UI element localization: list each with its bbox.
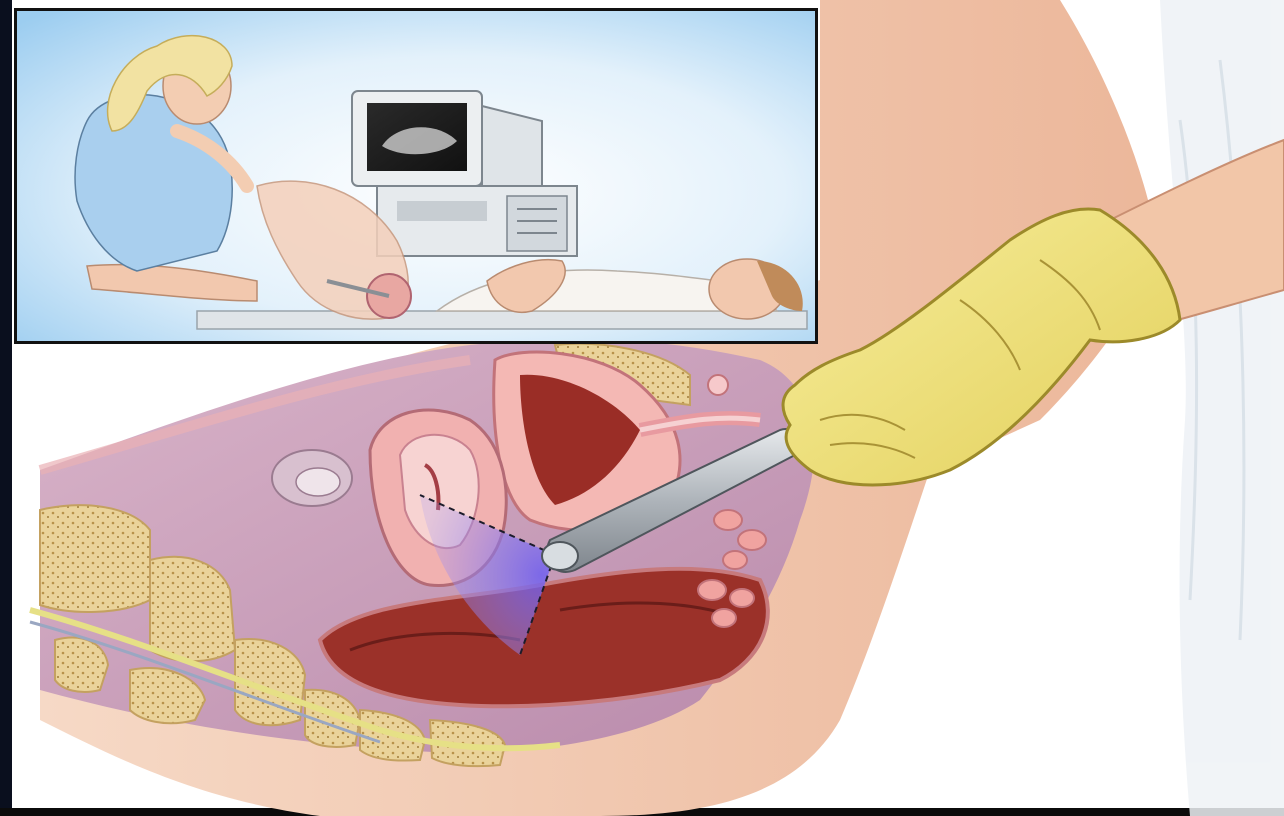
ovary <box>272 450 352 506</box>
left-dark-edge <box>0 0 12 816</box>
exam-table <box>197 311 807 329</box>
inset-exam-scene-illustration <box>17 11 815 341</box>
inset-exam-scene <box>14 8 818 344</box>
urethral-opening <box>708 375 728 395</box>
